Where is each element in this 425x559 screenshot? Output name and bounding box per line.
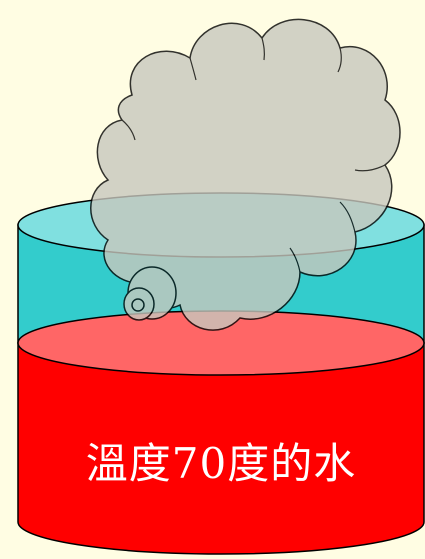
steam-cloud-body (90, 18, 401, 331)
steam-cloud (90, 18, 401, 331)
steam-inner-curve-4 (354, 164, 386, 172)
steam-inner-curve-7 (121, 119, 136, 141)
steam-bubble-small (131, 298, 145, 312)
steam-inner-curve-2 (261, 37, 265, 61)
hot-water-body (17, 342, 425, 555)
steam-inner-curve-3 (337, 47, 342, 73)
water-label: 溫度70度的水 (86, 439, 356, 488)
steam-inner-curve-1 (189, 57, 197, 81)
steam-inner-curve-6 (289, 247, 301, 273)
hot-water-layer (17, 310, 425, 555)
steam-inner-curve-5 (339, 201, 356, 233)
